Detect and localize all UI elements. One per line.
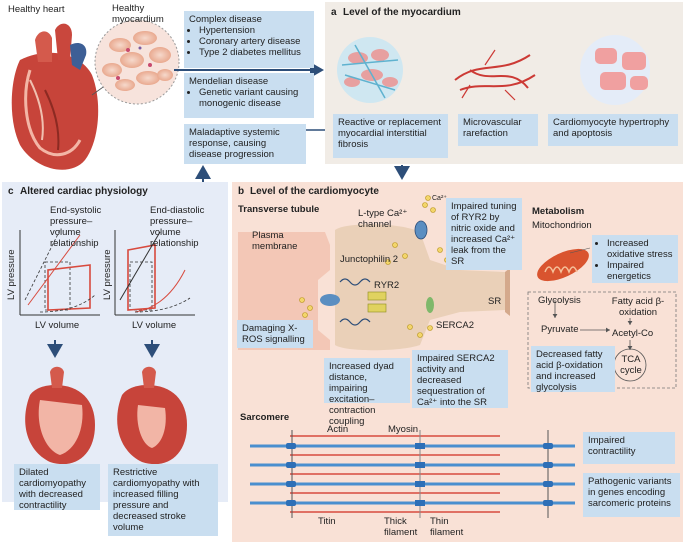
restrictive-cardiomyopathy-box: Restrictive cardiomyopathy with increase…	[108, 464, 218, 536]
titin-label: Titin	[318, 516, 336, 527]
metabolism-title: Metabolism	[532, 206, 585, 217]
sarcomere-title: Sarcomere	[240, 412, 290, 423]
mendelian-disease-title: Mendelian disease	[189, 76, 269, 87]
sarcomere-illustration	[250, 430, 575, 518]
panel-a-title: Level of the myocardium	[343, 7, 461, 18]
complex-disease-item: Hypertension	[199, 25, 309, 36]
fibrosis-illustration	[337, 37, 403, 103]
ca-ion-label: Ca²⁺	[432, 195, 447, 202]
dilated-cardiomyopathy-box: Dilated cardiomyopathy with decreased co…	[14, 464, 100, 511]
lv-volume-label-1: LV volume	[35, 320, 80, 331]
healthy-heart-illustration	[11, 23, 99, 170]
acetyl-coa-label: Acetyl-Co	[612, 328, 654, 339]
restrictive-heart-illustration	[117, 366, 187, 465]
complex-disease-box: Complex disease Hypertension Coronary ar…	[184, 11, 314, 68]
thick-filament-label: Thick filament	[384, 516, 418, 538]
cardiomyocyte-hypertrophy-illustration	[580, 35, 650, 105]
fibrosis-box: Reactive or replacement myocardial inter…	[333, 114, 448, 158]
myosin-label: Myosin	[388, 424, 419, 435]
plasma-membrane-label: Plasma membrane	[252, 230, 298, 252]
pv-loop-dilated	[19, 229, 100, 316]
lv-pressure-label-1: LV pressure	[6, 249, 17, 300]
lv-volume-label-2: LV volume	[132, 320, 177, 331]
hypertrophy-box: Cardiomyocyte hypertrophy and apoptosis	[548, 114, 678, 146]
dyad-distance-box: Increased dyad distance, impairing excit…	[324, 358, 410, 427]
thin-filament-label: Thin filament	[430, 516, 464, 538]
complex-disease-item: Coronary artery disease	[199, 36, 309, 47]
maladaptive-response-box: Maladaptive systemic response, causing d…	[184, 124, 306, 164]
lv-pressure-label-2: LV pressure	[102, 249, 113, 300]
microvascular-rarefaction-illustration	[454, 49, 536, 101]
mito-effect-item: Impaired energetics	[607, 260, 673, 282]
sr-label: SR	[488, 296, 502, 307]
serca2-label: SERCA2	[436, 320, 475, 331]
mito-effect-item: Increased oxidative stress	[607, 238, 673, 260]
x-ros-box: Damaging X-ROS signalling	[237, 320, 313, 348]
pyruvate-label: Pyruvate	[541, 324, 579, 335]
mitochondrion-effects-box: Increased oxidative stress Impaired ener…	[592, 235, 678, 283]
decreased-fatty-acid-box: Decreased fatty acid β-oxidation and inc…	[531, 346, 615, 393]
panel-a-letter: a	[331, 7, 337, 18]
transverse-tubule-title: Transverse tubule	[238, 204, 320, 215]
impaired-ryr2-box: Impaired tuning of RYR2 by nitric oxide …	[446, 198, 522, 270]
serca2-impaired-box: Impaired SERCA2 activity and decreased s…	[412, 350, 508, 408]
ryr2-label: RYR2	[374, 280, 400, 291]
pv-loop-restrictive	[114, 230, 195, 316]
end-diastolic-label: End-diastolic pressure–volume relationsh…	[150, 205, 205, 249]
panel-b-letter: b	[238, 186, 245, 197]
impaired-contractility-box: Impaired contractility	[583, 432, 675, 464]
end-systolic-label: End-systolic pressure–volume relationshi…	[50, 205, 102, 249]
mendelian-disease-box: Mendelian disease Genetic variant causin…	[184, 73, 314, 118]
dilated-heart-illustration	[25, 366, 95, 465]
panel-c-title: Altered cardiac physiology	[20, 186, 148, 197]
l-type-channel-label: L-type Ca²⁺ channel	[358, 208, 408, 230]
panel-b-title: Level of the cardiomyocyte	[250, 186, 379, 197]
healthy-heart-label: Healthy heart	[8, 4, 65, 15]
pathogenic-variants-box: Pathogenic variants in genes encoding sa…	[583, 473, 680, 517]
complex-disease-title: Complex disease	[189, 14, 262, 25]
mitochondrion-illustration	[537, 248, 589, 282]
healthy-myocardium-label: Healthy myocardium	[112, 3, 164, 25]
mendelian-disease-item: Genetic variant causing monogenic diseas…	[199, 87, 309, 109]
tca-cycle-label: TCA cycle	[620, 354, 642, 376]
actin-label: Actin	[327, 424, 349, 435]
complex-disease-item: Type 2 diabetes mellitus	[199, 47, 309, 58]
healthy-myocardium-illustration	[94, 19, 180, 105]
mitochondrion-label: Mitochondrion	[532, 220, 592, 231]
glycolysis-label: Glycolysis	[538, 295, 581, 306]
junctophilin-label: Junctophilin 2	[340, 254, 399, 265]
panel-c-letter: c	[8, 186, 14, 197]
fatty-acid-label: Fatty acid β-oxidation	[611, 296, 665, 318]
rarefaction-box: Microvascular rarefaction	[458, 114, 538, 146]
